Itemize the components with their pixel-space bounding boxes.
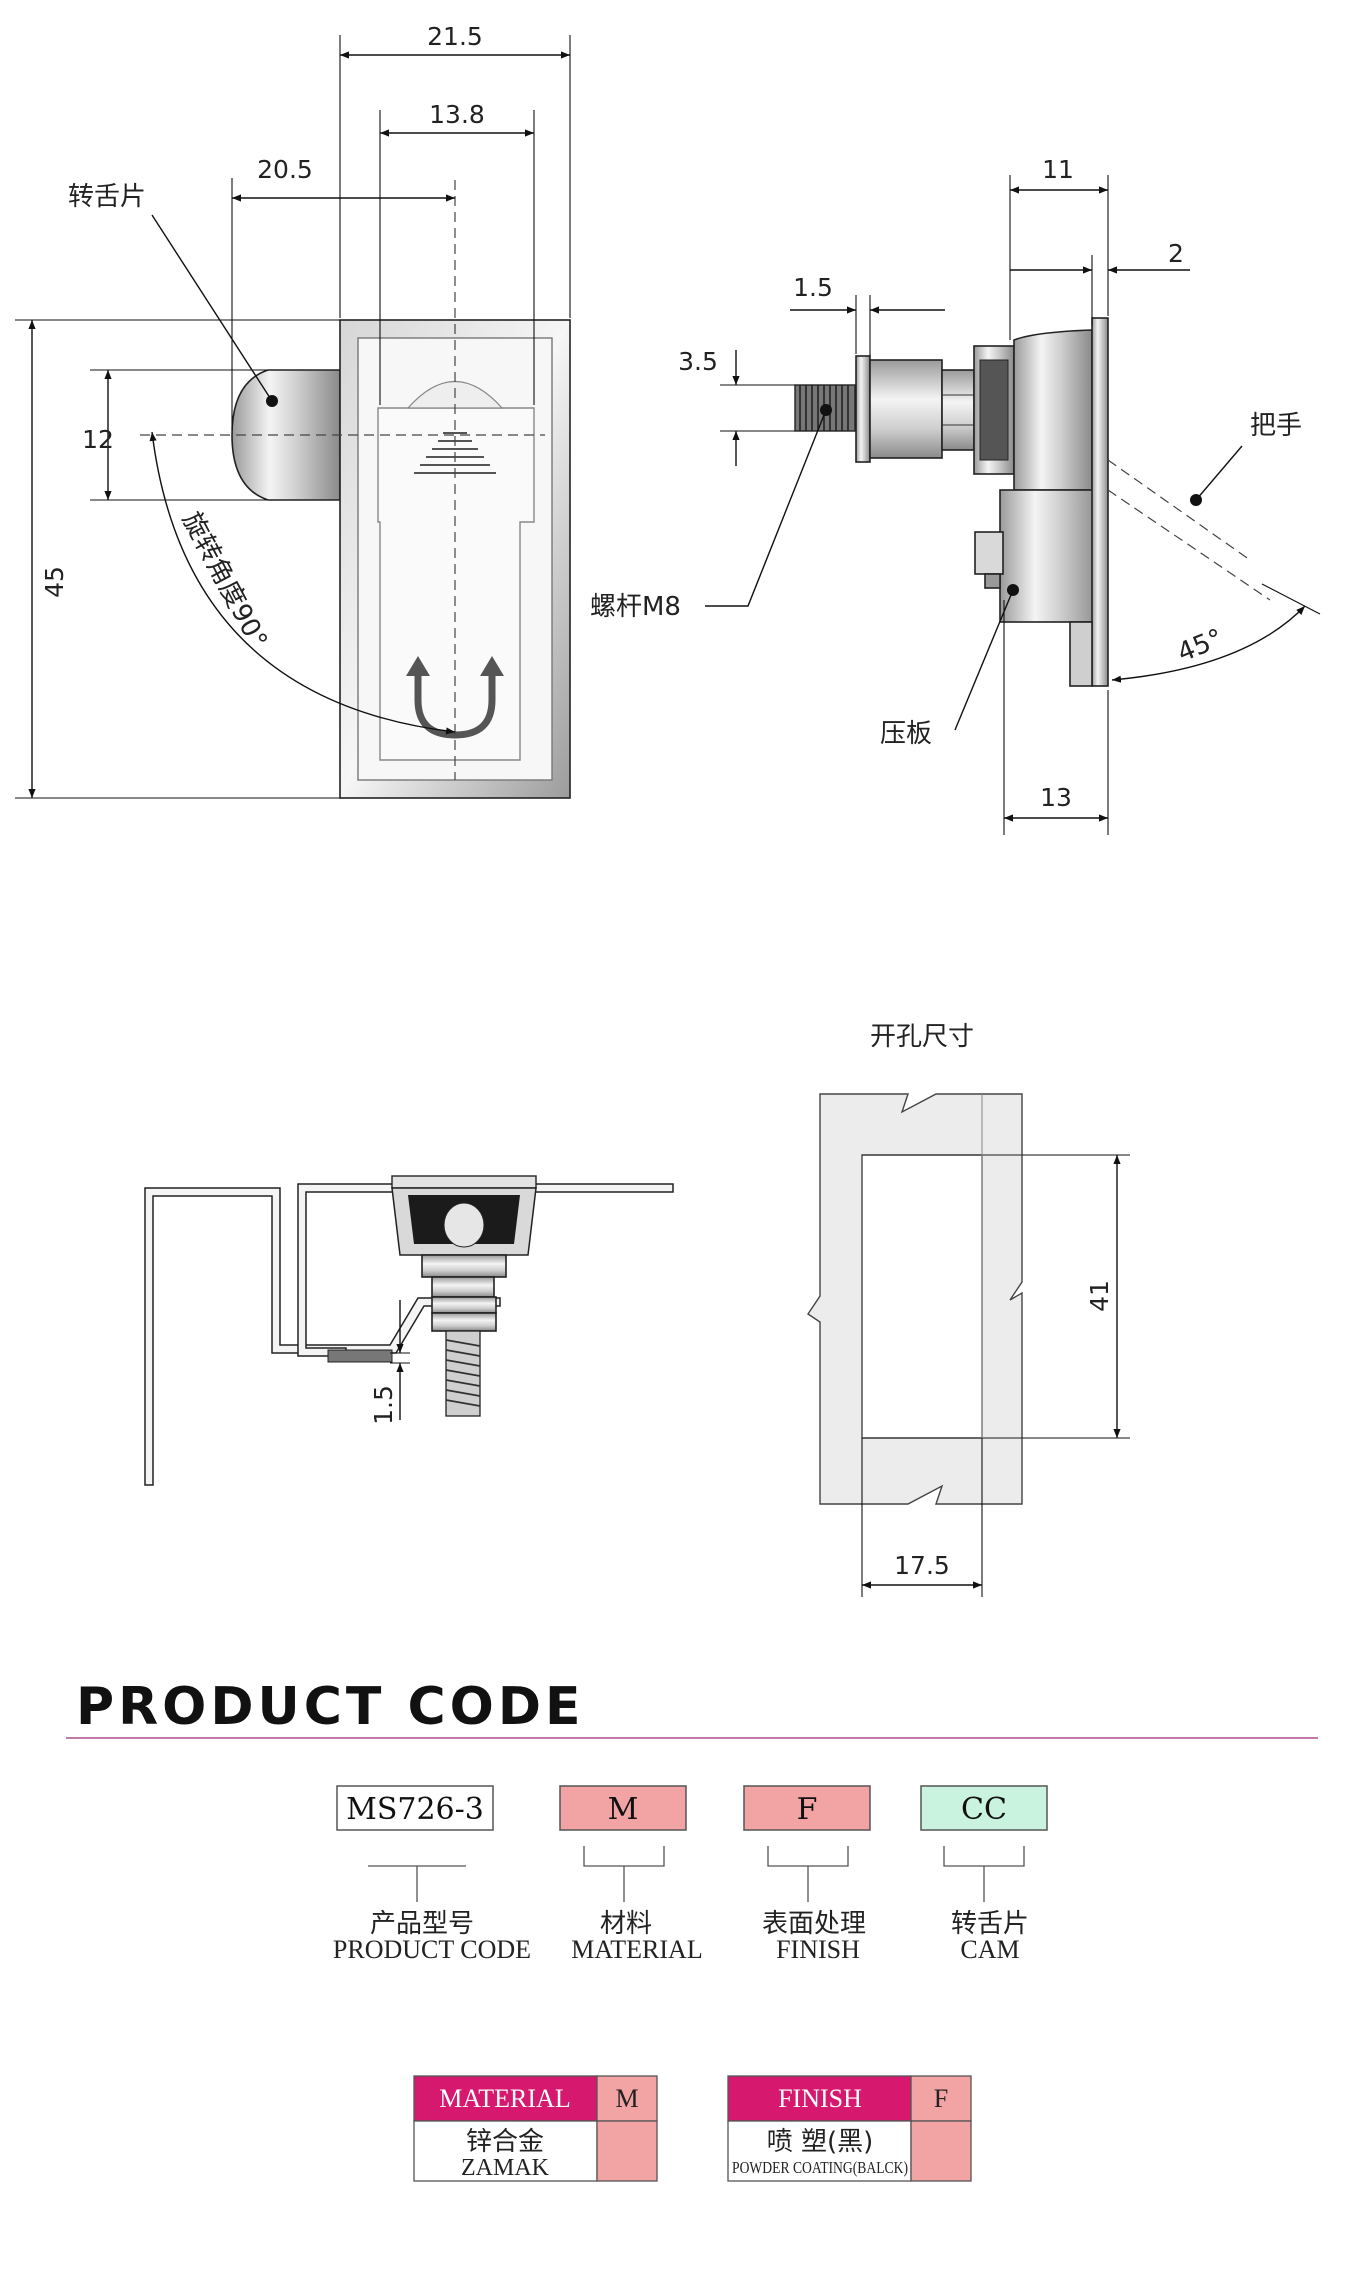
finish-en: POWDER COATING(BALCK) [732, 2158, 908, 2177]
front-plate [1091, 317, 1109, 687]
label-rotation: 旋转角度90° [176, 507, 273, 654]
dim-depth: 11 [1042, 155, 1074, 184]
label-handle: 把手 [1250, 411, 1302, 441]
dim-cam-offset: 20.5 [257, 155, 313, 184]
caption-model-cn: 产品型号 [370, 1909, 474, 1939]
code-box-cam [920, 1785, 1048, 1831]
code-box-material [559, 1785, 687, 1831]
bracket [144, 1187, 501, 1486]
code-material: M [608, 1792, 639, 1827]
dim-flange: 2 [1168, 239, 1184, 268]
dim-thread: 3.5 [678, 347, 718, 376]
finish-code: F [934, 2084, 948, 2113]
label-plate: 压板 [880, 719, 932, 749]
dim-width: 21.5 [427, 22, 483, 51]
dim-panel: 1.5 [369, 1385, 398, 1425]
product-code-section: PRODUCT CODE MS726-3 M F CC 产品型号 PRODUCT… [66, 1677, 1318, 1964]
caption-material-cn: 材料 [600, 1909, 652, 1939]
product-code-title: PRODUCT CODE [76, 1677, 585, 1737]
clamp-block [999, 489, 1101, 623]
side-view: 11 2 1.5 3.5 13 把手 螺杆M8 压板 4 [590, 155, 1321, 835]
dim-cam-height: 12 [82, 425, 114, 454]
washer [855, 355, 871, 463]
dim-inner-width: 13.8 [429, 100, 485, 129]
code-box-finish [743, 1785, 871, 1831]
cutout-view: 开孔尺寸 41 17.5 [807, 1022, 1130, 1597]
front-view: 21.5 13.8 20.5 12 45 转舌片 旋转角度90° [15, 22, 571, 799]
finish-cn: 喷 塑(黑) [767, 2127, 874, 2157]
caption-cam-cn: 转舌片 [951, 1909, 1029, 1939]
caption-cam-en: CAM [960, 1935, 1019, 1964]
cutout-dim-height: 41 [1085, 1280, 1114, 1312]
caption-finish-cn: 表面处理 [762, 1909, 866, 1939]
code-cam: CC [961, 1792, 1007, 1827]
dim-plate: 13 [1040, 783, 1072, 812]
mount-view: 1.5 [144, 1175, 674, 1486]
cutout-title: 开孔尺寸 [870, 1022, 974, 1052]
dim-height: 45 [40, 566, 69, 598]
code-finish: F [797, 1792, 818, 1827]
label-angle: 45° [1173, 623, 1227, 668]
cutout-dim-width: 17.5 [894, 1551, 950, 1580]
code-box-model [336, 1785, 494, 1831]
finish-header: FINISH [778, 2084, 862, 2113]
material-table: MATERIAL M 锌合金 ZAMAK [413, 2075, 658, 2182]
material-cn: 锌合金 [466, 2127, 544, 2157]
material-code: M [615, 2084, 638, 2113]
mount-stud [445, 1330, 481, 1417]
finish-table: FINISH F 喷 塑(黑) POWDER COATING(BALCK) [727, 2075, 972, 2182]
body-housing [1013, 329, 1093, 491]
handle-outline [377, 407, 535, 761]
label-cam: 转舌片 [68, 182, 146, 212]
nut [941, 369, 975, 451]
caption-finish-en: FINISH [776, 1935, 860, 1964]
barrel [869, 359, 943, 459]
dim-shaft: 1.5 [793, 273, 833, 302]
material-en: ZAMAK [461, 2155, 550, 2181]
caption-model-en: PRODUCT CODE [333, 1935, 531, 1964]
code-model: MS726-3 [346, 1792, 484, 1827]
label-screw: 螺杆M8 [590, 592, 681, 622]
caption-material-en: MATERIAL [571, 1935, 702, 1964]
material-header: MATERIAL [439, 2084, 570, 2113]
